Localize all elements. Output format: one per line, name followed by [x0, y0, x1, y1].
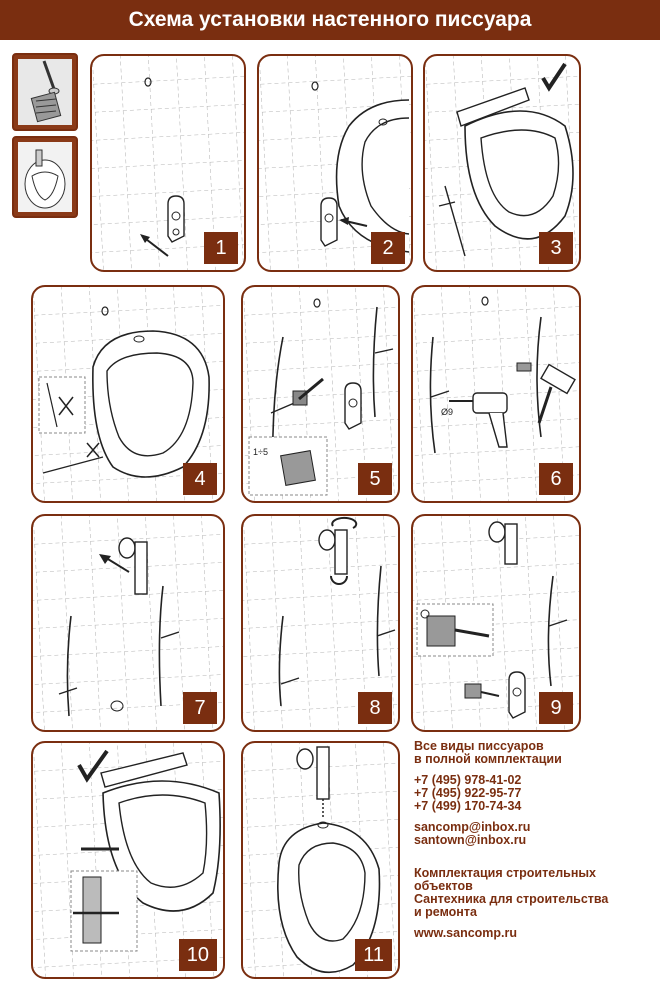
step-panel-11: 11: [241, 741, 400, 979]
service-1-line-2: объектов: [414, 879, 473, 893]
checkmark-icon: [541, 62, 567, 92]
step-number-1: 1: [204, 232, 238, 264]
flush-valve-icon: [488, 521, 518, 565]
step-number-11: 11: [355, 939, 392, 971]
contact-info: Все виды писсуаров в полной комплектации…: [414, 740, 654, 940]
bolt-anchor-icon: [18, 59, 72, 125]
service-2-line-2: и ремонта: [414, 905, 477, 919]
phone-2[interactable]: +7 (495) 922-95-77: [414, 786, 522, 800]
title-bar: Схема установки настенного писсуара: [0, 0, 660, 40]
step-number-2: 2: [371, 232, 405, 264]
step-panel-5: 1÷5 5: [241, 285, 400, 503]
step-panel-4: 4: [31, 285, 225, 503]
step-panel-3: 3: [423, 54, 581, 272]
step-number-3: 3: [539, 232, 573, 264]
thumbnail-bolt: [12, 53, 78, 131]
rotate-icon: [331, 516, 358, 529]
checkmark-icon: [77, 749, 109, 783]
bracket-icon: [508, 671, 526, 719]
rotate-icon: [330, 575, 348, 585]
phone-3[interactable]: +7 (499) 170-74-34: [414, 799, 522, 813]
urinal-icon: [18, 142, 72, 212]
step-panel-10: 10: [31, 741, 225, 979]
email-2[interactable]: santown@inbox.ru: [414, 833, 527, 847]
flush-valve-icon: [318, 529, 348, 575]
hammer-icon: [537, 363, 576, 424]
step-number-10: 10: [178, 939, 217, 971]
phone-1[interactable]: +7 (495) 978-41-02: [414, 773, 522, 787]
svg-text:Ø9: Ø9: [441, 407, 453, 417]
step-number-4: 4: [183, 463, 217, 495]
svg-text:1÷5: 1÷5: [253, 447, 268, 457]
email-1[interactable]: sancomp@inbox.ru: [414, 820, 531, 834]
headline-line-1: Все виды писсуаров: [414, 739, 544, 753]
service-2-line-1: Сантехника для строительства: [414, 892, 609, 906]
thumbnail-urinal: [12, 136, 78, 218]
step-number-7: 7: [183, 692, 217, 724]
step-panel-1: 1: [90, 54, 246, 272]
step-panel-8: 8: [241, 514, 400, 732]
step-panel-2: 2: [257, 54, 413, 272]
step-panel-6: Ø9 6: [411, 285, 581, 503]
step-number-9: 9: [539, 692, 573, 724]
flush-valve-icon: [296, 746, 330, 800]
step-panel-7: 7: [31, 514, 225, 732]
service-1-line-1: Комплектация строительных: [414, 866, 596, 880]
step-number-5: 5: [358, 463, 392, 495]
bracket-icon: [167, 195, 185, 243]
page-title: Схема установки настенного писсуара: [128, 8, 532, 31]
bracket-icon: [344, 382, 362, 430]
bracket-icon: [320, 197, 338, 247]
step-number-6: 6: [539, 463, 573, 495]
step-panel-9: 9: [411, 514, 581, 732]
drill-icon: [449, 392, 508, 448]
flush-valve-icon: [118, 537, 148, 595]
headline-line-2: в полной комплектации: [414, 752, 562, 766]
step-number-8: 8: [358, 692, 392, 724]
website-link[interactable]: www.sancomp.ru: [414, 926, 518, 940]
